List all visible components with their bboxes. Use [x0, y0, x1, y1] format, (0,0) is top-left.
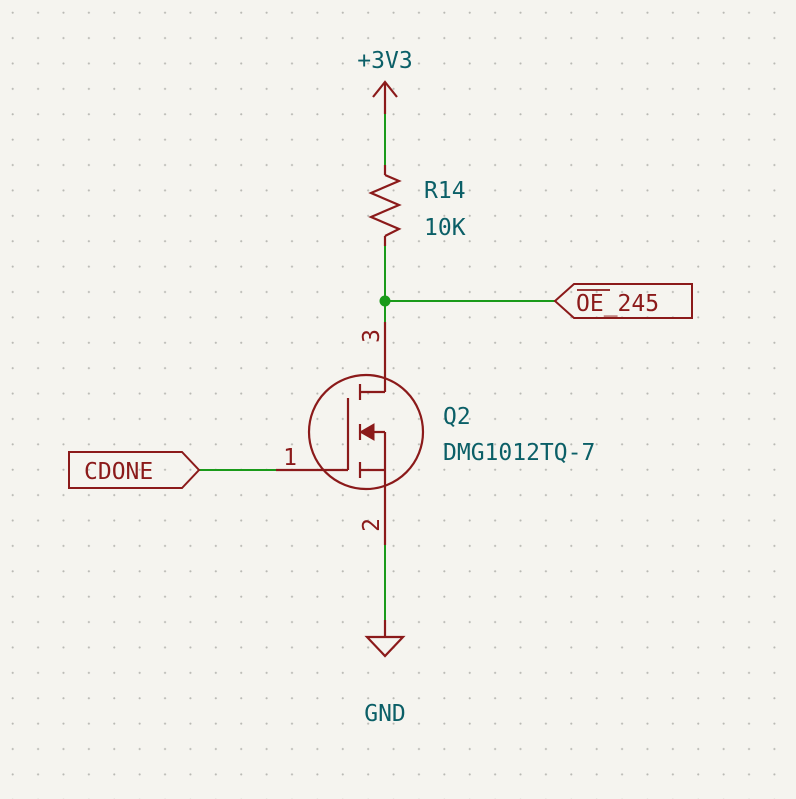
ground-symbol[interactable]: [364, 620, 406, 658]
pin-gate-number: 1: [283, 445, 297, 471]
transistor-reference: Q2: [443, 404, 471, 430]
output-net-label-text: OE_245: [576, 291, 659, 317]
output-net-label[interactable]: OE_245: [553, 283, 693, 319]
input-net-label[interactable]: CDONE: [68, 451, 201, 489]
ground-label: GND: [364, 701, 406, 727]
junction-dot: [379, 295, 391, 307]
transistor-part: DMG1012TQ-7: [443, 440, 595, 466]
pin-drain-number: 3: [359, 329, 385, 343]
input-net-label-text: CDONE: [84, 459, 153, 485]
resistor-value: 10K: [424, 215, 466, 241]
power-supply-symbol[interactable]: [372, 80, 398, 114]
mosfet-symbol[interactable]: 3 1 2: [276, 322, 425, 545]
pin-source-number: 2: [359, 518, 385, 532]
resistor-symbol[interactable]: [368, 165, 402, 246]
resistor-reference: R14: [424, 178, 466, 204]
power-supply-label: +3V3: [357, 48, 412, 74]
